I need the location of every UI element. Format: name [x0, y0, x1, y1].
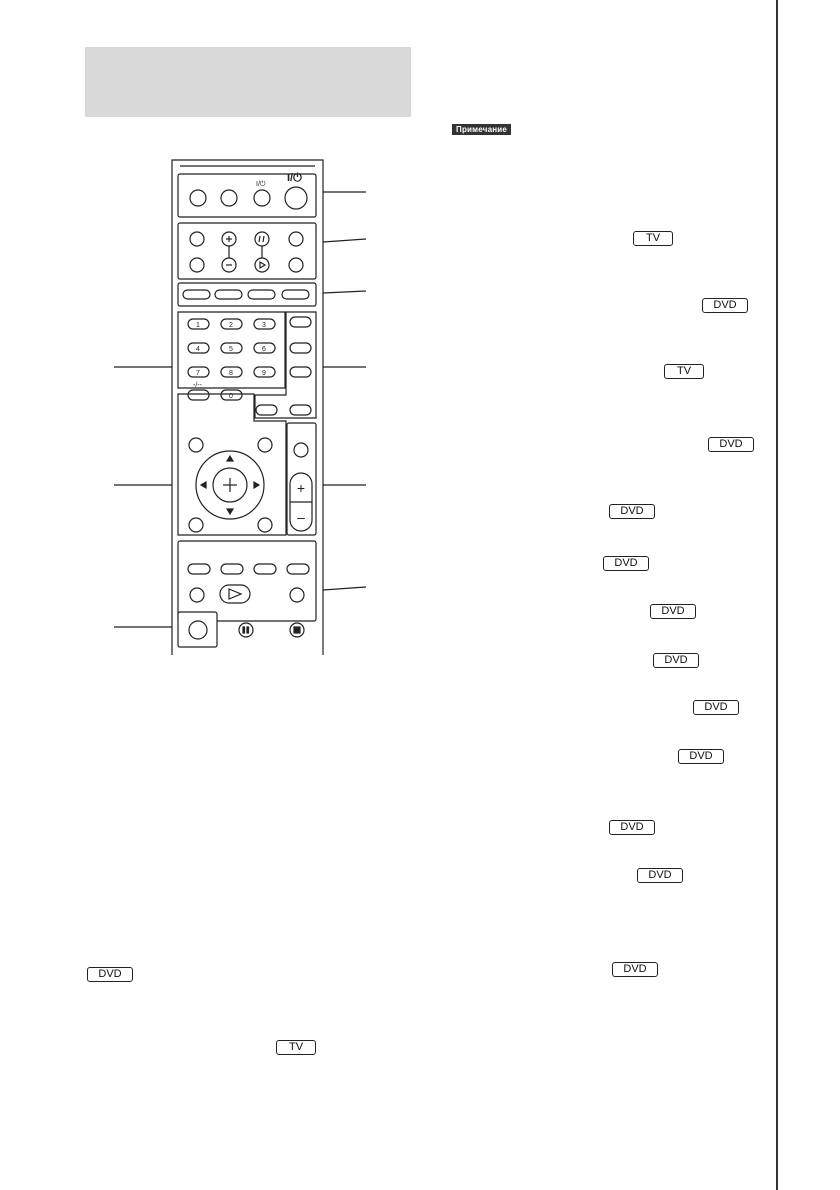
svg-text:-/--: -/-- [193, 382, 203, 389]
svg-text:0: 0 [229, 393, 233, 400]
button-advance [253, 563, 277, 575]
button-tv-ch-plus [254, 231, 270, 247]
dvd-tag: DVD [678, 749, 724, 764]
small-power-symbol: I/⏻ [256, 180, 266, 188]
dvd-tag: DVD [603, 556, 649, 571]
group-box-power [177, 173, 317, 218]
button-muting [293, 442, 309, 458]
group-box-playback [177, 540, 317, 622]
svg-text:4: 4 [196, 346, 200, 353]
dvd-tag: DVD [87, 967, 133, 982]
button-a1 [189, 231, 205, 247]
button-play [219, 584, 251, 604]
button-forward [289, 587, 305, 603]
button-rewind [189, 587, 205, 603]
tv-tag: TV [633, 231, 673, 246]
dvd-tag: DVD [612, 962, 658, 977]
button-set-4 [255, 404, 278, 416]
group-box-numbers [177, 311, 286, 389]
tv-tag: TV [664, 364, 704, 379]
button-top-right [257, 437, 273, 453]
nav-left-icon [199, 480, 207, 490]
tv-tag: TV [276, 1040, 316, 1055]
svg-text:8: 8 [229, 370, 233, 377]
dvd-tag: DVD [609, 820, 655, 835]
stop-icon [293, 626, 301, 634]
remote-control-diagram: I/⏻ I/⏻ 1 2 3 4 5 6 7 8 9 -/-- 0 [114, 159, 367, 655]
button-sync [220, 189, 238, 207]
button-enter [212, 467, 248, 503]
button-func-3 [247, 289, 276, 300]
callout-line-2 [322, 238, 367, 243]
button-display [188, 620, 208, 640]
remote-body [171, 159, 324, 655]
button-stop [289, 622, 305, 638]
button-main-power [284, 186, 308, 210]
button-return [188, 517, 204, 533]
nav-up-icon [225, 454, 235, 462]
dvd-tag: DVD [708, 437, 754, 452]
group-box-volume [286, 422, 317, 536]
dvd-tag: DVD [693, 700, 739, 715]
dvd-tag: DVD [702, 298, 748, 313]
dvd-tag: DVD [650, 604, 696, 619]
nav-right-icon [253, 480, 261, 490]
button-tv-power [253, 189, 271, 207]
nav-ring [195, 450, 265, 520]
volume-minus-label: – [297, 509, 305, 525]
button-prev [187, 563, 211, 575]
number-pad: 1 2 3 4 5 6 7 8 9 -/-- 0 [187, 318, 276, 401]
volume-plus-label: + [297, 480, 305, 496]
button-options [257, 517, 273, 533]
group-box-tv-controls [177, 222, 317, 280]
button-func-1 [182, 289, 211, 300]
section-heading-box [85, 47, 411, 117]
svg-text:2: 2 [229, 322, 233, 329]
group-box-navigation [177, 393, 287, 536]
button-tv-ch-minus [254, 257, 270, 273]
button-set-5 [289, 404, 312, 416]
callout-line-6 [322, 586, 367, 591]
button-theatre [189, 189, 207, 207]
power-symbol: I/⏻ [287, 171, 302, 184]
group-box-display [177, 611, 218, 648]
callout-line-3 [322, 290, 367, 294]
button-pause [238, 622, 254, 638]
dvd-tag: DVD [609, 504, 655, 519]
svg-text:5: 5 [229, 346, 233, 353]
button-set-2 [289, 342, 312, 354]
play-icon [228, 588, 243, 600]
button-set-3 [289, 366, 312, 378]
nav-down-icon [225, 508, 235, 516]
page-margin-line [776, 0, 778, 1190]
svg-text:9: 9 [262, 370, 266, 377]
note-label: Примечание [452, 124, 512, 135]
svg-text:6: 6 [262, 346, 266, 353]
svg-text:7: 7 [196, 370, 200, 377]
button-func-2 [214, 289, 243, 300]
svg-text:1: 1 [196, 322, 200, 329]
button-a4 [288, 231, 304, 247]
dvd-tag: DVD [653, 653, 699, 668]
button-b1 [189, 257, 205, 273]
group-box-settings [254, 311, 317, 419]
button-top-left [188, 437, 204, 453]
svg-text:3: 3 [262, 322, 266, 329]
button-func-4 [281, 289, 310, 300]
button-replay [220, 563, 244, 575]
button-next [286, 563, 310, 575]
button-b4 [288, 257, 304, 273]
button-set-1 [289, 316, 312, 328]
group-box-function [177, 282, 317, 307]
dvd-tag: DVD [637, 868, 683, 883]
